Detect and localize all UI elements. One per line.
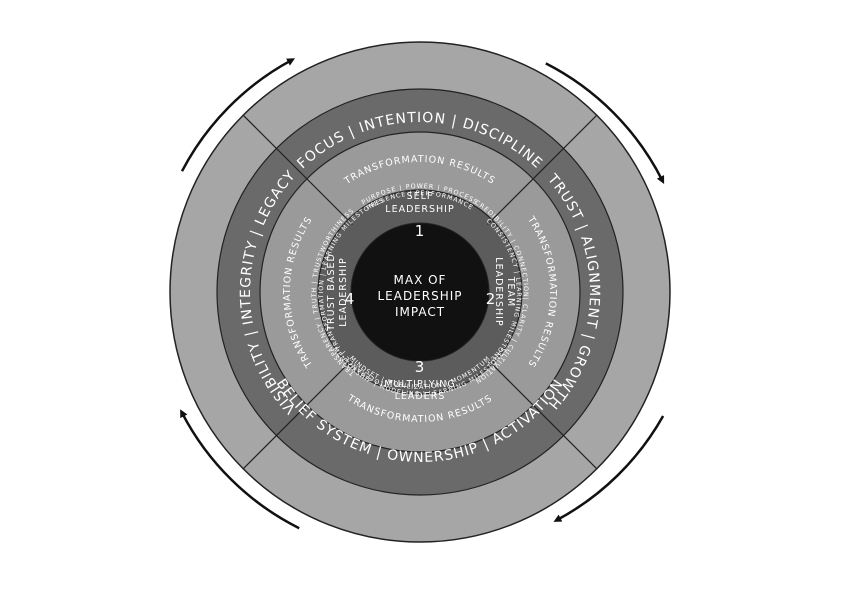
quadrant-right-line2: LEADERSHIP [493, 257, 504, 326]
arrow-bottom-right [553, 415, 665, 522]
quadrant-trust-based-leadership: TRUST BASED LEADERSHIP 4 [326, 253, 356, 332]
quadrant-left-line1: TRUST BASED [326, 253, 337, 332]
quadrant-dividers [242, 114, 598, 470]
quadrant-self-leadership: SELF LEADERSHIP 1 [385, 191, 454, 240]
arrow-bottom-left [180, 409, 300, 530]
quadrant-team-leadership: TEAM LEADERSHIP 2 [486, 257, 516, 326]
divider-se [487, 359, 598, 470]
quadrant-left-line2: LEADERSHIP [338, 257, 349, 326]
quadrant-top-number: 1 [415, 222, 426, 240]
arrow-top-right [545, 62, 665, 184]
quadrant-bottom-number: 3 [415, 358, 426, 376]
center-line3: IMPACT [395, 305, 445, 319]
quadrant-multiplying-leaders: 3 MULTIPLYING LEADERS [384, 358, 456, 402]
divider-nw [242, 114, 353, 225]
quadrant-right-number: 2 [486, 290, 497, 308]
arrow-top-left [180, 58, 296, 172]
rotation-arrows [180, 58, 665, 530]
quadrant-left-number: 4 [345, 290, 356, 308]
center-line1: MAX OF [394, 273, 447, 287]
quadrant-bottom-line1: MULTIPLYING [384, 379, 456, 390]
quadrant-bottom-line2: LEADERS [395, 391, 446, 402]
quadrant-top-line2: LEADERSHIP [385, 204, 454, 215]
divider-ne [487, 114, 598, 225]
quadrant-top-line1: SELF [407, 191, 434, 202]
quadrant-right-line1: TEAM [505, 276, 516, 308]
center-line2: LEADERSHIP [377, 289, 462, 303]
divider-sw [242, 359, 353, 470]
center-label: MAX OF LEADERSHIP IMPACT [377, 273, 462, 319]
center-circle [350, 222, 490, 362]
